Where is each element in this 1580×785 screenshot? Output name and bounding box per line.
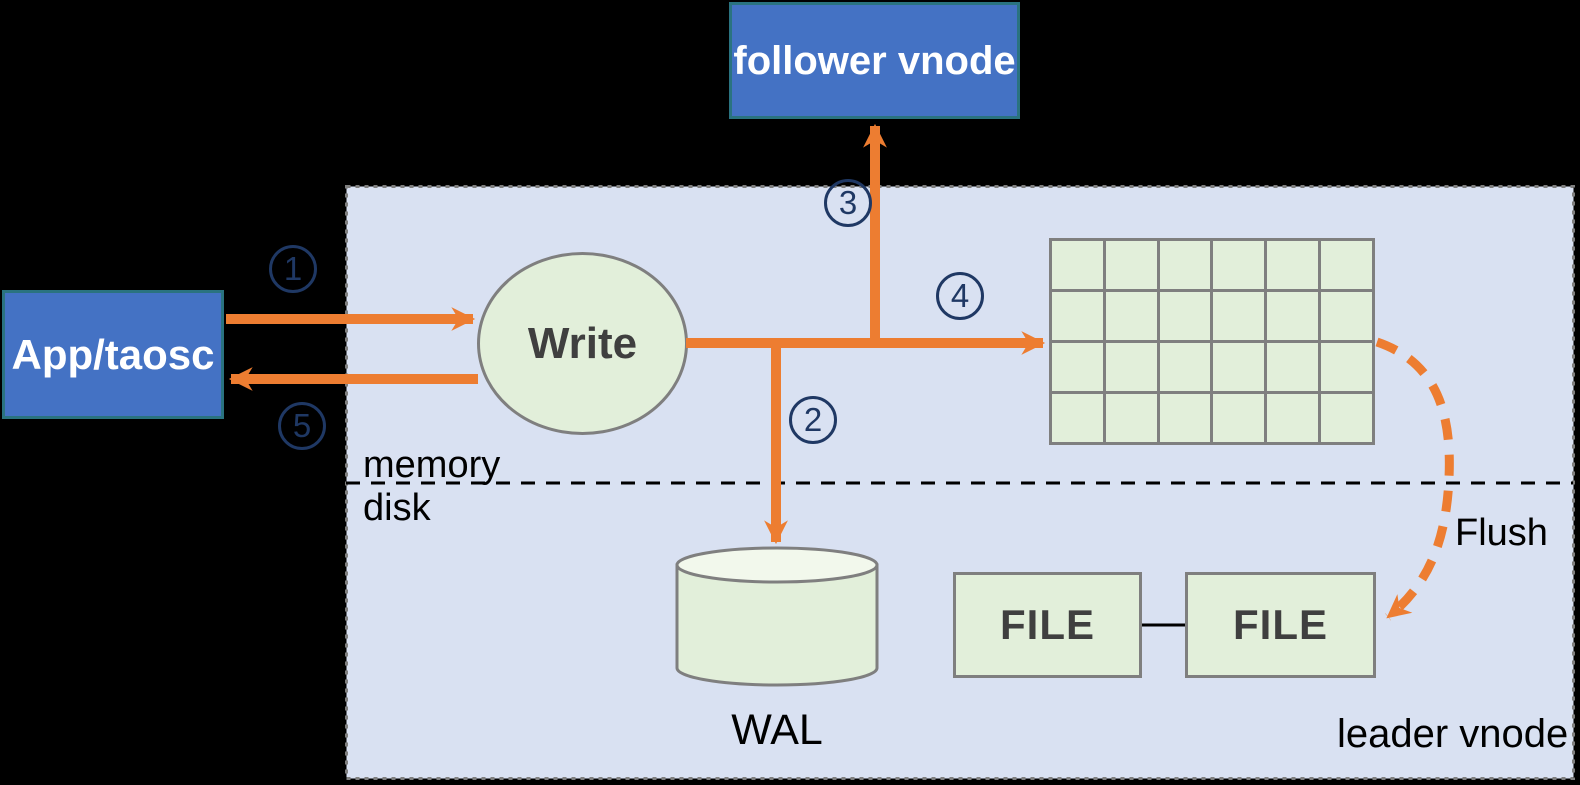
memory-label: memory bbox=[363, 444, 501, 486]
memtable-cell bbox=[1213, 292, 1265, 340]
file-node-2: FILE bbox=[1185, 572, 1376, 678]
follower-vnode-label: follower vnode bbox=[733, 38, 1016, 83]
wal-cylinder bbox=[675, 546, 879, 687]
leader-vnode-label: leader vnode bbox=[1337, 712, 1569, 756]
memtable-cell bbox=[1267, 343, 1319, 391]
file-2-label: FILE bbox=[1233, 601, 1328, 648]
app-taosc-node: App/taosc bbox=[2, 290, 224, 419]
memtable-cell bbox=[1105, 292, 1157, 340]
step-2-badge: 2 bbox=[789, 396, 837, 444]
flush-label: Flush bbox=[1455, 512, 1548, 554]
memtable-cell bbox=[1105, 343, 1157, 391]
step-3-badge: 3 bbox=[824, 179, 872, 227]
step-5-badge: 5 bbox=[278, 402, 326, 450]
memtable-cell bbox=[1052, 241, 1103, 289]
disk-label: disk bbox=[363, 487, 431, 529]
follower-vnode-node: follower vnode bbox=[729, 2, 1020, 119]
memtable-cell bbox=[1321, 241, 1372, 289]
memtable-cell bbox=[1321, 292, 1372, 340]
wal-cylinder-top bbox=[675, 546, 879, 584]
step-1-badge: 1 bbox=[269, 245, 317, 293]
memtable-cell bbox=[1052, 292, 1103, 340]
memtable-cell bbox=[1213, 343, 1265, 391]
memtable-cell bbox=[1105, 394, 1157, 442]
memtable-cell bbox=[1052, 394, 1103, 442]
memtable-cell bbox=[1213, 394, 1265, 442]
memtable-cell bbox=[1267, 292, 1319, 340]
wal-label: WAL bbox=[731, 706, 823, 754]
file-1-label: FILE bbox=[1000, 601, 1095, 648]
file-node-1: FILE bbox=[953, 572, 1142, 678]
app-taosc-label: App/taosc bbox=[11, 330, 215, 378]
memtable-cell bbox=[1267, 394, 1319, 442]
write-label: Write bbox=[527, 318, 638, 368]
memtable-cell bbox=[1159, 343, 1211, 391]
memtable-cell bbox=[1267, 241, 1319, 289]
memtable-cell bbox=[1159, 241, 1211, 289]
memtable-cell bbox=[1159, 292, 1211, 340]
memtable-cell bbox=[1213, 241, 1265, 289]
step-4-badge: 4 bbox=[936, 272, 984, 320]
memtable-cell bbox=[1052, 343, 1103, 391]
memtable-cell bbox=[1159, 394, 1211, 442]
flush-arrow bbox=[1375, 337, 1454, 621]
memtable-grid bbox=[1049, 238, 1375, 445]
write-process-node: Write bbox=[477, 252, 688, 435]
memtable-cell bbox=[1321, 343, 1372, 391]
memtable-cell bbox=[1105, 241, 1157, 289]
memtable-cell bbox=[1321, 394, 1372, 442]
